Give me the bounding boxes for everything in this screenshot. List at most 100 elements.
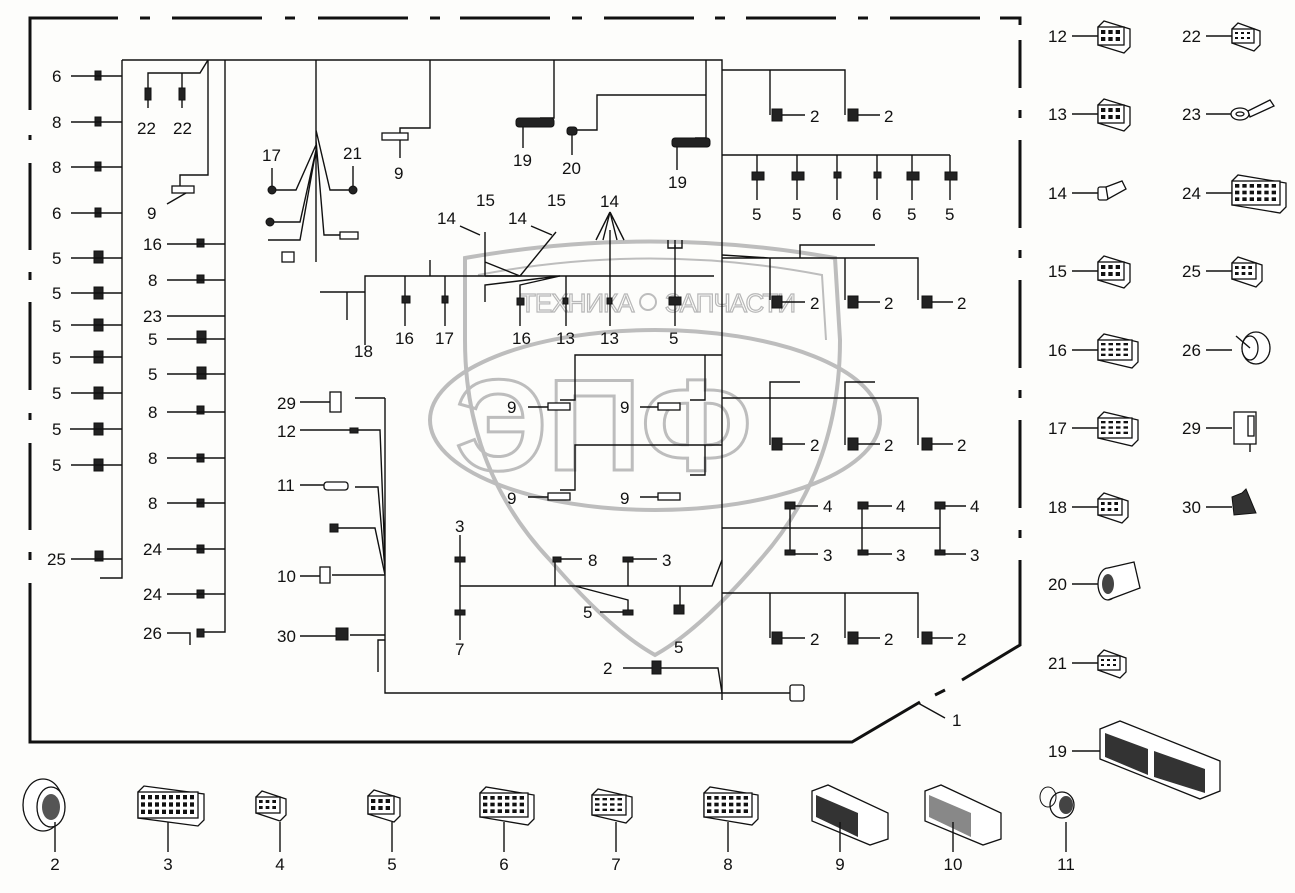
legend-part-26: 26: [1182, 331, 1271, 365]
legend-part-number: 5: [387, 855, 396, 874]
right-upper-labels: 2 2 5 5 6 6 5 5 2 2 2: [752, 107, 966, 313]
callout: 2: [957, 630, 966, 649]
legend-part-number: 30: [1182, 498, 1201, 517]
callout: 30: [277, 627, 296, 646]
callout: 4: [970, 497, 979, 516]
callout: 21: [343, 144, 362, 163]
callout: 5: [52, 317, 61, 336]
callout: 2: [884, 294, 893, 313]
legend-part-15: 15: [1048, 255, 1131, 289]
callout: 24: [143, 540, 162, 559]
callout: 13: [556, 329, 575, 348]
legend-part-number: 13: [1048, 105, 1067, 124]
legend-part-3: 3: [137, 785, 205, 874]
harness-connectors: [93, 70, 958, 702]
legend-part-8: 8: [703, 786, 759, 874]
callout: 9: [620, 398, 629, 417]
capped-plug-icon: [1039, 786, 1075, 819]
connector-4pin-flat-icon: [1231, 256, 1263, 288]
legend-part-21: 21: [1048, 649, 1127, 679]
legend-part-25: 25: [1182, 256, 1263, 288]
callout: 5: [52, 384, 61, 403]
legend-part-12: 12: [1048, 20, 1131, 54]
legend-part-number: 9: [835, 855, 844, 874]
legend-part-10: 10: [924, 784, 1002, 874]
ecu-connector-icon: [1099, 720, 1221, 800]
connector-24pin-icon: [137, 785, 205, 827]
callout: 6: [52, 204, 61, 223]
legend-part-18: 18: [1048, 492, 1129, 524]
legend-part-number: 17: [1048, 419, 1067, 438]
connector-12pin-icon: [1231, 174, 1287, 214]
middle-labels: 14 15 14 15 14 18 16 17 16 13 13 5: [354, 191, 678, 361]
legend-part-number: 11: [1057, 855, 1075, 874]
legend-part-6: 6: [479, 786, 535, 874]
fuse-holder-icon: [1231, 488, 1257, 516]
callout: 6: [52, 67, 61, 86]
connector-2pin-sealed-icon: [1231, 22, 1261, 52]
circular-connector-icon: [22, 778, 66, 832]
callout: 2: [810, 436, 819, 455]
legend-part-number: 8: [723, 855, 732, 874]
lower-left-labels: 29 12 11 10 30: [277, 394, 296, 646]
callout: 5: [907, 205, 916, 224]
callout: 3: [970, 546, 979, 565]
callout: 19: [668, 173, 687, 192]
callout: 26: [143, 624, 162, 643]
callout: 22: [173, 119, 192, 138]
connector-6pin-icon: [1097, 98, 1131, 132]
leader-1: [917, 702, 946, 719]
legend-part-4: 4: [255, 790, 287, 874]
connector-6pin-icon: [1097, 20, 1131, 54]
legend-part-number: 3: [163, 855, 172, 874]
legend-part-2: 2: [22, 778, 66, 874]
callout: 2: [884, 630, 893, 649]
legend-part-number: 24: [1182, 184, 1201, 203]
connector-8pin-icon: [1097, 333, 1139, 369]
legend-part-number: 6: [499, 855, 508, 874]
inner-branch-labels: 16 8 23 5 5 8 8 8 24 24 26: [143, 235, 162, 643]
callout: 6: [832, 205, 841, 224]
callout: 15: [547, 191, 566, 210]
legend-part-number: 22: [1182, 27, 1201, 46]
callout: 10: [277, 567, 296, 586]
legend-part-11: 11: [1039, 786, 1075, 874]
legend-part-13: 13: [1048, 98, 1131, 132]
callout: 5: [52, 349, 61, 368]
callout: 19: [513, 151, 532, 170]
callout: 5: [945, 205, 954, 224]
legend-part-19: 19: [1048, 720, 1221, 800]
callout: 22: [137, 119, 156, 138]
callout: 9: [394, 164, 403, 183]
legend-part-number: 18: [1048, 498, 1067, 517]
callout: 18: [354, 342, 373, 361]
callout: 17: [435, 329, 454, 348]
bullet-terminal-icon: [1097, 180, 1127, 201]
watermark-brand: ЭПФ: [455, 352, 752, 498]
callout: 2: [957, 294, 966, 313]
callout: 5: [52, 284, 61, 303]
callout: 9: [507, 398, 516, 417]
callout: 4: [823, 497, 832, 516]
harness-wires: [100, 59, 951, 700]
legend-part-number: 20: [1048, 575, 1067, 594]
legend-part-29: 29: [1182, 411, 1257, 452]
top-labels: 22 22 9 17 21 9 19 20 19: [137, 119, 687, 223]
legend-part-24: 24: [1182, 174, 1287, 214]
callout: 8: [148, 403, 157, 422]
assembly-callout: 1: [952, 711, 961, 730]
callout: 5: [52, 456, 61, 475]
assembly-frame: 1: [28, 16, 1022, 744]
legend-part-7: 7: [591, 788, 633, 874]
callout: 5: [792, 205, 801, 224]
ring-terminal-icon: [1230, 99, 1275, 121]
legend-part-16: 16: [1048, 333, 1139, 369]
right-middle-labels: 2 2 2 4 4 4 3 3 3 2 2 2: [810, 436, 979, 649]
legend-part-22: 22: [1182, 22, 1261, 52]
callout: 5: [148, 330, 157, 349]
connector-4pin-icon: [1097, 492, 1129, 524]
legend-part-number: 12: [1048, 27, 1067, 46]
callout: 8: [148, 271, 157, 290]
